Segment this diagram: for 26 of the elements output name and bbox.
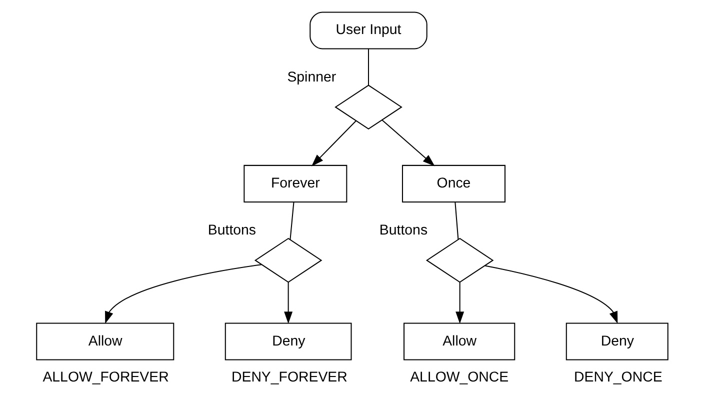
node-label: DENY_ONCE bbox=[574, 369, 662, 386]
node-box: Allow bbox=[36, 322, 174, 360]
arrow bbox=[381, 120, 434, 166]
node-box: Deny bbox=[224, 322, 352, 360]
arrow bbox=[310, 120, 356, 166]
arrow bbox=[284, 282, 292, 324]
node-label: Buttons bbox=[207, 222, 256, 239]
node-box: User Input bbox=[309, 12, 427, 50]
connector bbox=[367, 48, 368, 86]
node-box: Allow bbox=[403, 322, 515, 360]
connector bbox=[289, 202, 294, 240]
arrow bbox=[104, 264, 261, 324]
node-box: Once bbox=[401, 164, 505, 202]
arrow bbox=[484, 265, 618, 324]
node-diamond bbox=[334, 84, 402, 130]
node-label: DENY_FOREVER bbox=[230, 369, 347, 386]
node-label: Spinner bbox=[286, 69, 336, 86]
arrow bbox=[455, 282, 464, 324]
node-label: ALLOW_ONCE bbox=[410, 369, 508, 386]
node-diamond bbox=[254, 238, 322, 283]
node-box: Forever bbox=[243, 164, 347, 202]
node-diamond bbox=[425, 238, 494, 283]
node-box: Deny bbox=[565, 322, 668, 360]
node-label: ALLOW_FOREVER bbox=[42, 369, 168, 386]
node-label: Buttons bbox=[378, 222, 428, 239]
connector bbox=[454, 202, 458, 240]
